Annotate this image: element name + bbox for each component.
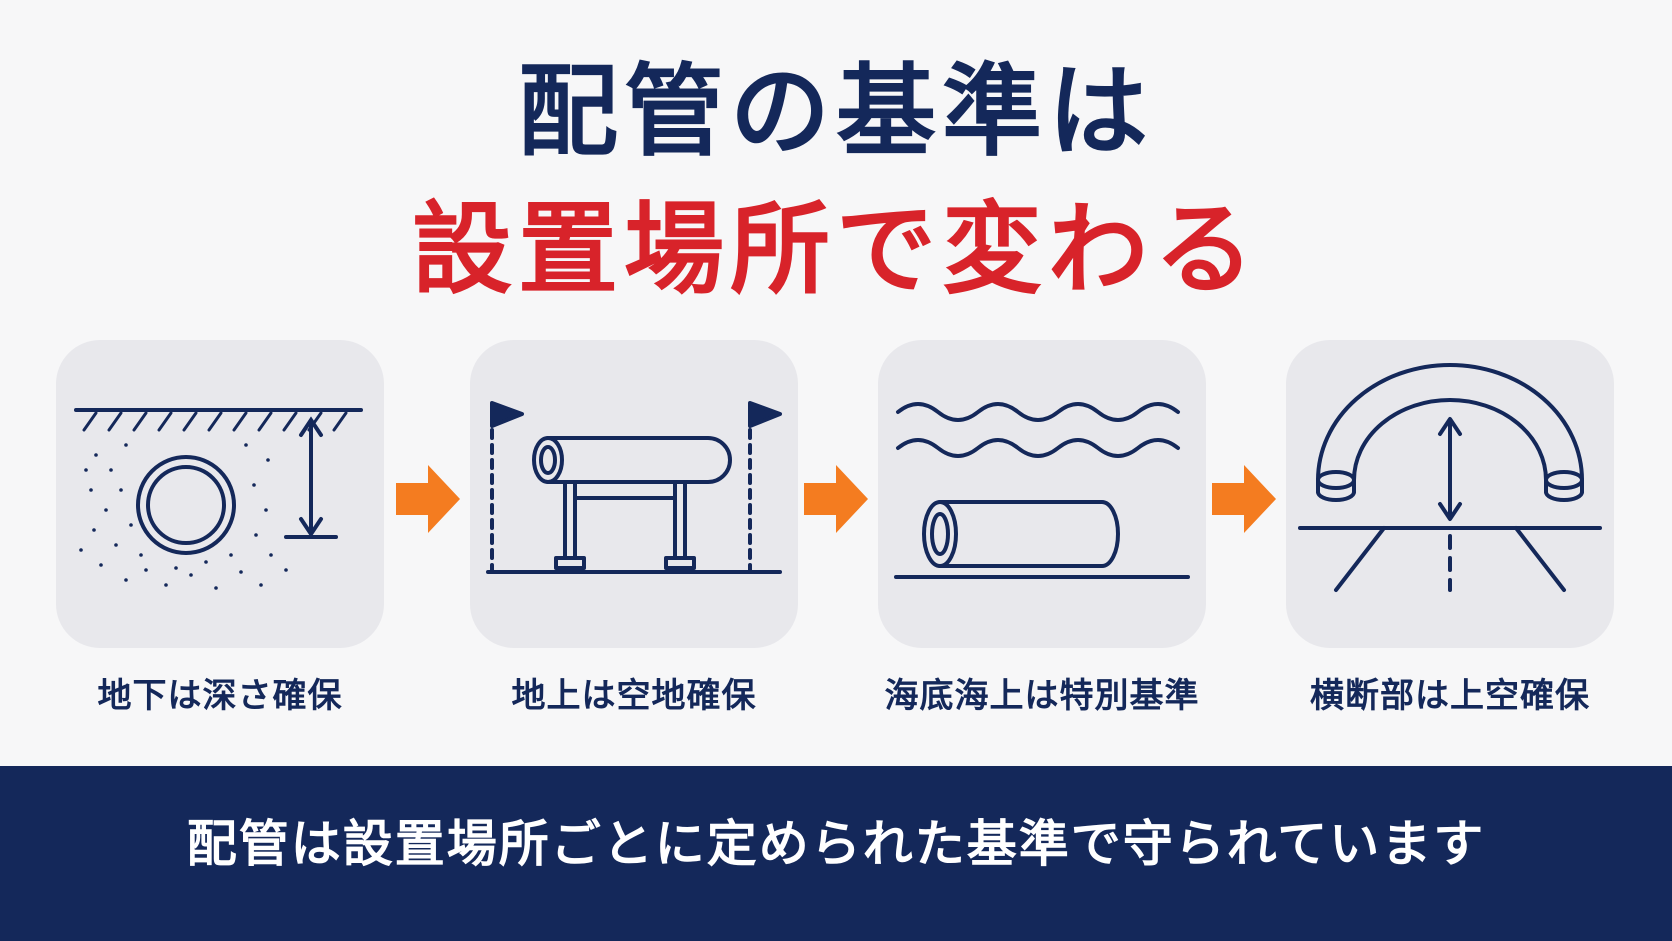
footer-banner: 配管は設置場所ごとに定められた基準で守られています bbox=[0, 766, 1672, 941]
aboveground-pipe-icon bbox=[486, 401, 782, 574]
caption-seabed: 海底海上は特別基準 bbox=[884, 676, 1200, 716]
card-seabed bbox=[878, 340, 1206, 648]
card-aboveground bbox=[470, 340, 798, 648]
road-crossing-pipe-icon bbox=[1298, 363, 1602, 592]
card-road-crossing bbox=[1286, 340, 1614, 648]
caption-aboveground: 地上は空地確保 bbox=[511, 676, 757, 716]
arrow-right-icon bbox=[396, 465, 460, 533]
title-line-1: 配管の基準は bbox=[518, 53, 1154, 170]
arrow-right-icon bbox=[1212, 465, 1276, 533]
card-underground bbox=[56, 340, 384, 648]
title-line-2: 設置場所で変わる bbox=[412, 191, 1260, 308]
footer-text: 配管は設置場所ごとに定められた基準で守られています bbox=[186, 815, 1486, 873]
seabed-pipe-icon bbox=[894, 402, 1190, 579]
caption-road-crossing: 横断部は上空確保 bbox=[1310, 676, 1590, 716]
arrow-right-icon bbox=[804, 465, 868, 533]
underground-pipe-icon bbox=[74, 408, 363, 590]
caption-underground: 地下は深さ確保 bbox=[97, 676, 343, 716]
